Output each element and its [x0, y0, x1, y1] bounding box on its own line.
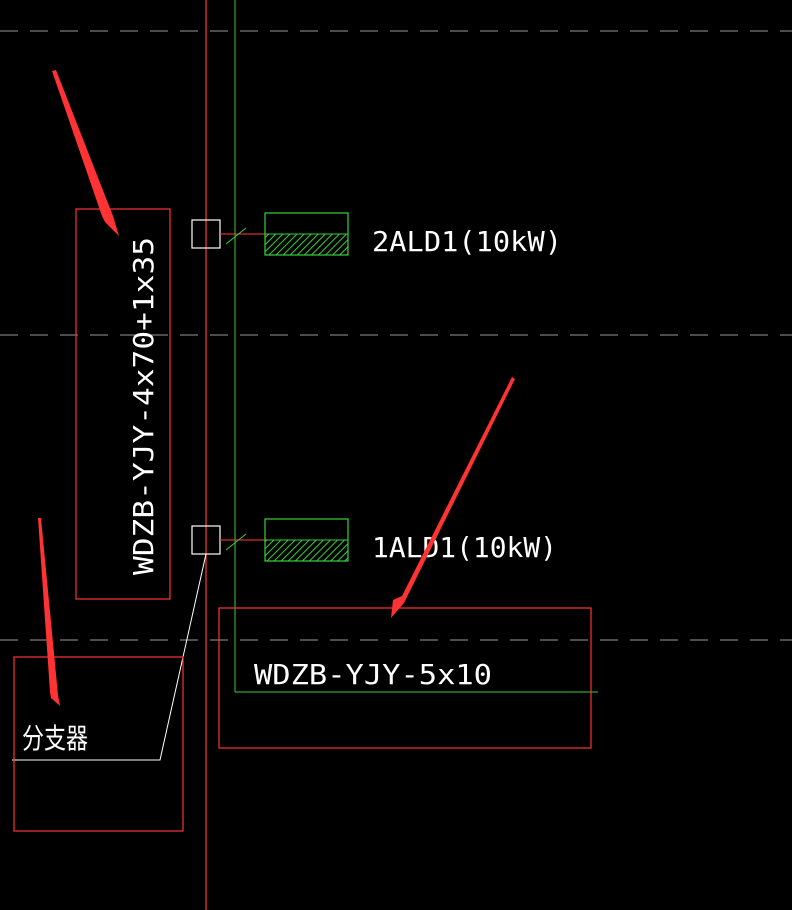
- callout-boxes: [13, 208, 592, 832]
- arrow-splitter: [38, 518, 60, 706]
- splitter-leader-line: [12, 553, 207, 761]
- panel-symbol-1ald1: [264, 518, 349, 562]
- branch-cable-label: WDZB-YJY-5x10: [254, 658, 492, 691]
- callout-box-main-cable: [75, 208, 171, 600]
- arrow-main-cable: [52, 70, 119, 236]
- callout-box-branch-cable: [218, 607, 592, 749]
- arrow-branch-cable: [391, 377, 515, 618]
- splitter-label: 分支器: [22, 722, 88, 755]
- panel-label-1ald1: 1ALD1(10kW): [372, 531, 557, 564]
- feeder-tick-upper: [225, 227, 247, 245]
- grid-lines: [0, 30, 792, 641]
- callout-box-splitter: [13, 656, 184, 832]
- panel-hatch: [264, 539, 349, 562]
- panel-label-2ald1: 2ALD1(10kW): [372, 225, 562, 258]
- feeder-tick-lower: [225, 533, 247, 551]
- panel-hatch: [264, 233, 349, 256]
- main-cable-label: WDZB-YJY-4x70+1x35: [127, 237, 160, 575]
- callout-arrows: [38, 70, 515, 706]
- panel-symbol-2ald1: [264, 212, 349, 256]
